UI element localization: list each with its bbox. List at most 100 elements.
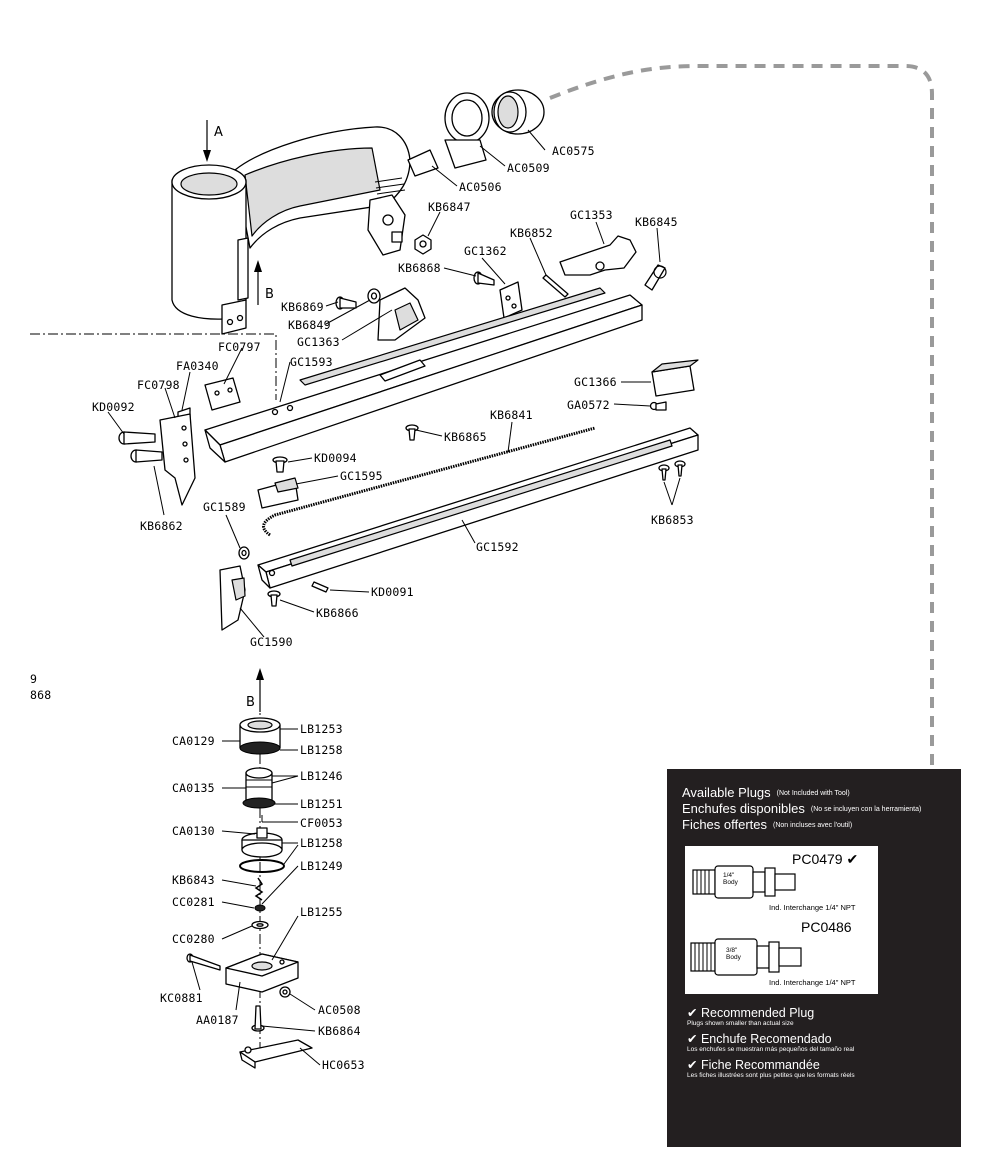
part-gc1362 [499,281,523,319]
part-kb6869 [335,296,357,310]
check-icon: ✔ [687,1006,698,1020]
part-gc1595 [257,477,299,509]
part-kd0091 [311,581,329,593]
leader-lines [107,129,681,1066]
label-lb1253: LB1253 [300,722,343,736]
label-lb1258-lower: LB1258 [300,836,343,850]
plugs-heading-en-text: Available Plugs [682,785,771,800]
part-gc1353 [559,235,637,276]
part-ga0572 [649,401,667,411]
arrow-a: A [203,120,223,162]
part-kb6865 [405,424,419,441]
part-kb6852 [542,274,569,298]
margin-text-1: 9 [30,672,37,686]
part-cc0281 [254,904,266,912]
plugs-heading-fr: Fiches offertes (Non incluses avec l'outi… [682,817,852,832]
label-lb1246: LB1246 [300,769,343,783]
part-kb6841 [262,426,596,537]
label-kb6843: KB6843 [172,873,215,887]
recommended-plug-en: ✔ Recommended Plug Plugs shown smaller t… [687,1007,814,1028]
part-gc1363 [377,287,426,341]
part-gc1366 [651,359,699,397]
part-kb6853 [658,460,686,481]
label-kd0092: KD0092 [92,400,135,414]
part-ac0509 [444,92,490,169]
label-lb1258-upper: LB1258 [300,743,343,757]
label-kb6849: KB6849 [288,318,331,332]
label-kd0091: KD0091 [371,585,414,599]
label-kb6853: KB6853 [651,513,694,527]
label-fc0798: FC0798 [137,378,180,392]
plugs-heading-en: Available Plugs (Not Included with Tool) [682,785,850,800]
label-ac0509: AC0509 [507,161,550,175]
plugs-heading-fr-note: (Non incluses avec l'outil) [773,822,853,829]
plug-pc0486-icon [690,938,802,976]
label-gc1590: GC1590 [250,635,293,649]
part-lb1258-upper [239,741,281,755]
plug-body-size: 1/4"Body [723,872,738,886]
plug-note: Ind. Interchange 1/4" NPT [769,978,856,987]
label-gc1362: GC1362 [464,244,507,258]
label-kb6864: KB6864 [318,1024,361,1038]
centerline-a [30,333,277,400]
part-kb6864 [251,1005,265,1032]
label-gc1593: GC1593 [290,355,333,369]
part-lb1251 [242,797,276,809]
label-ca0130: CA0130 [172,824,215,838]
label-kb6852: KB6852 [510,226,553,240]
label-kc0881: KC0881 [160,991,203,1005]
label-cc0281: CC0281 [172,895,215,909]
label-kb6841: KB6841 [490,408,533,422]
label-ac0506: AC0506 [459,180,502,194]
check-icon: ✔ [846,851,859,867]
plug-code: PC0479 ✔ [792,851,859,867]
recommended-subtitle: Los enchufes se muestran más pequeños de… [687,1046,855,1053]
part-ca0130 [241,827,283,858]
part-kb6847 [414,234,432,255]
label-lb1255: LB1255 [300,905,343,919]
arrow-a-label: A [214,125,223,140]
label-cf0053: CF0053 [300,816,343,830]
part-ac0506 [407,149,439,177]
label-gc1363: GC1363 [297,335,340,349]
part-cc0280 [251,920,269,930]
part-kc0881 [186,953,221,971]
label-kb6866: KB6866 [316,606,359,620]
label-kb6845: KB6845 [635,215,678,229]
part-aa0187 [225,953,299,993]
label-fa0340: FA0340 [176,359,219,373]
part-kb6843 [254,877,264,901]
plugs-heading-fr-text: Fiches offertes [682,817,768,832]
label-gc1589: GC1589 [203,500,246,514]
plug-code: PC0486 [801,919,852,935]
part-ac0575 [491,89,545,135]
part-kd0094 [272,456,288,473]
part-gc1593 [204,287,643,463]
part-kb6866 [267,590,281,607]
part-ac0508 [279,986,291,998]
recommended-title: Recommended Plug [700,1006,815,1020]
arrow-b-lower: B [246,668,264,712]
label-ac0575: AC0575 [552,144,595,158]
label-gc1595: GC1595 [340,469,383,483]
plugs-heading-es-note: (No se incluyen con la herramienta) [810,806,922,813]
label-lb1249: LB1249 [300,859,343,873]
label-cc0280: CC0280 [172,932,215,946]
label-ca0135: CA0135 [172,781,215,795]
margin-text-2: 868 [30,688,51,702]
part-fc0797 [204,377,241,411]
available-plugs-panel: Available Plugs(Not Included with Tool) … [667,769,961,1147]
label-gc1353: GC1353 [570,208,613,222]
plug-note: Ind. Interchange 1/4" NPT [769,903,856,912]
label-ca0129: CA0129 [172,734,215,748]
plugs-heading-es: Enchufes disponibles(No se incluyen con … [682,801,921,816]
label-kb6869: KB6869 [281,300,324,314]
plugs-heading-en-note: (Not Included with Tool) [776,790,850,797]
label-ga0572: GA0572 [567,398,610,412]
label-kb6847: KB6847 [428,200,471,214]
label-fc0797: FC0797 [218,340,261,354]
recommended-subtitle: Les fiches illustrées sont plus petites … [687,1072,855,1079]
label-aa0187: AA0187 [196,1013,239,1027]
part-lb1258-lower [239,859,285,873]
